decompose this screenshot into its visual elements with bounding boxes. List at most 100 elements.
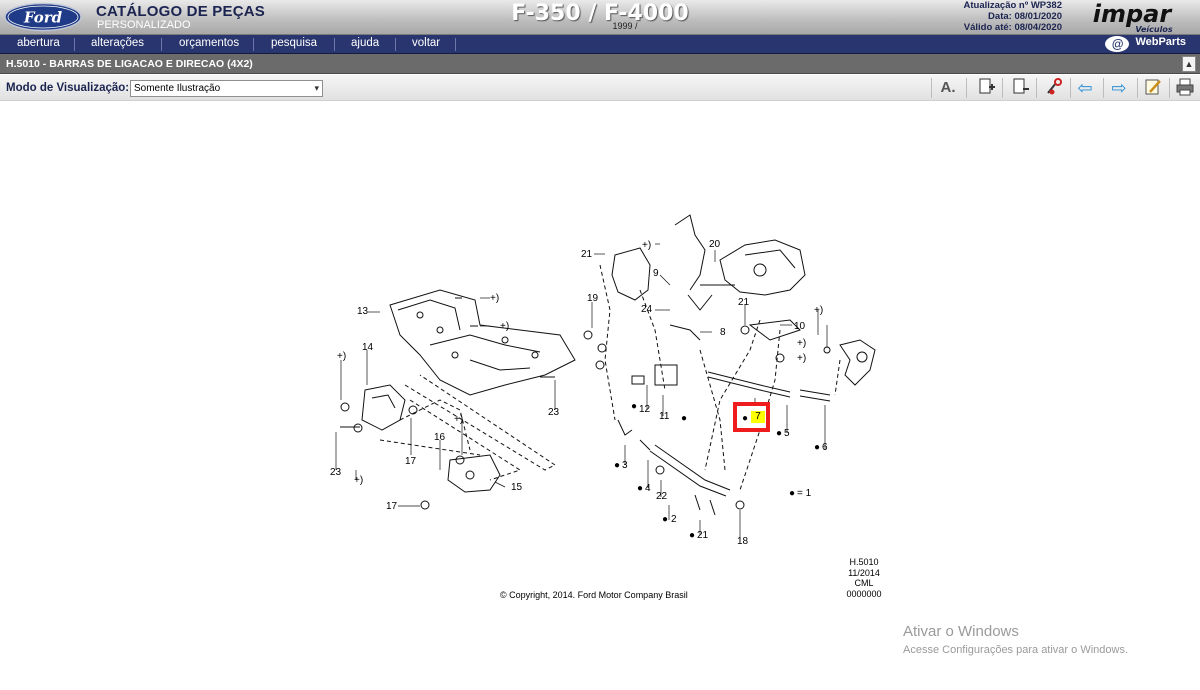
callout-label: 9 xyxy=(653,268,659,279)
view-mode-label: Modo de Visualização: xyxy=(6,82,130,94)
main-nav: abertura alterações orçamentos pesquisa … xyxy=(0,35,1200,54)
bullet-dot: ● xyxy=(789,488,796,499)
edit-note-icon[interactable] xyxy=(1141,77,1165,99)
copyright-text: © Copyright, 2014. Ford Motor Company Br… xyxy=(500,590,688,600)
nav-abertura[interactable]: abertura xyxy=(17,37,60,49)
nav-orcamentos[interactable]: orçamentos xyxy=(179,37,240,49)
callout-label: 19 xyxy=(587,293,599,304)
callout-label: 8 xyxy=(720,327,726,338)
valid-until: Válido até: 08/04/2020 xyxy=(963,22,1062,33)
callout-label: +) xyxy=(500,321,510,332)
nav-voltar[interactable]: voltar xyxy=(412,37,441,49)
tool-icon[interactable] xyxy=(1042,77,1066,99)
ref-num: 0000000 xyxy=(846,588,882,599)
nav-alteracoes[interactable]: alterações xyxy=(91,37,145,49)
steering-knuckle xyxy=(839,339,876,386)
callout-label: +) xyxy=(814,305,824,316)
toolbar-separator xyxy=(1036,78,1037,98)
callout-label: 11 xyxy=(659,411,670,422)
nav-pesquisa[interactable]: pesquisa xyxy=(271,37,318,49)
nav-separator xyxy=(334,38,335,51)
nav-ajuda[interactable]: ajuda xyxy=(351,37,380,49)
callout-label: 2 xyxy=(671,514,677,525)
at-sign-icon: @ xyxy=(1105,36,1130,52)
callout-label: +) xyxy=(454,414,464,425)
callout-label: +) xyxy=(354,475,364,486)
impar-logo: impar Veículos xyxy=(1093,0,1174,34)
bullet-dot: ● xyxy=(689,530,696,541)
windows-activation-subtitle: Acesse Configurações para ativar o Windo… xyxy=(903,644,1128,656)
toolbar-separator xyxy=(966,78,967,98)
drawing-reference: H.5010 11/2014 CML 0000000 xyxy=(838,557,890,599)
left-mount xyxy=(361,384,406,431)
model-title: F-350 / F-4000 xyxy=(511,1,689,26)
webparts-link[interactable]: @ WebParts xyxy=(1105,36,1186,53)
callout-label: 21 xyxy=(697,530,709,541)
bullet-dot: ● xyxy=(776,428,783,439)
callout-label: 3 xyxy=(622,460,628,471)
arrow-left-icon[interactable]: ⇦ xyxy=(1077,78,1093,98)
webparts-label: WebParts xyxy=(1135,36,1186,48)
steering-bracket xyxy=(611,247,651,301)
callout-label: +) xyxy=(490,293,500,304)
windows-activation-title: Ativar o Windows xyxy=(903,623,1019,640)
toolbar: Modo de Visualização: Somente Ilustração… xyxy=(0,75,1200,101)
exploded-view-drawing xyxy=(335,214,876,541)
highlighted-part-marker[interactable] xyxy=(733,402,770,432)
bullet-dot: ● xyxy=(742,413,749,424)
update-info: Atualização nº WP382 Data: 08/01/2020 Vá… xyxy=(964,0,1063,33)
callout-label: 4 xyxy=(645,483,651,494)
add-page-icon[interactable] xyxy=(975,77,999,99)
arrow-right-icon[interactable]: ⇨ xyxy=(1111,78,1127,98)
svg-text:Ford: Ford xyxy=(23,9,63,27)
model-year: 1999 / xyxy=(612,21,638,31)
nav-separator xyxy=(455,38,456,51)
toolbar-separator xyxy=(931,78,932,98)
callout-label: 24 xyxy=(641,304,653,315)
nav-separator xyxy=(395,38,396,51)
ref-date: 11/2014 xyxy=(848,567,880,578)
drag-link xyxy=(707,371,791,393)
nav-separator xyxy=(74,38,75,51)
font-size-icon[interactable]: A. xyxy=(940,79,956,96)
bullet-dot: ● xyxy=(814,442,821,453)
bullet-dot: ● xyxy=(662,514,669,525)
pitman-arm xyxy=(748,319,801,341)
lower-bracket xyxy=(447,454,501,493)
callout-label: +) xyxy=(642,240,652,251)
print-icon[interactable] xyxy=(1173,77,1197,99)
catalog-subtitle: PERSONALIZADO xyxy=(97,19,191,31)
callout-label: 21 xyxy=(581,249,593,260)
bullet-dot: ● xyxy=(614,460,621,471)
header: Ford CATÁLOGO DE PEÇAS PERSONALIZADO F-3… xyxy=(0,0,1200,35)
toolbar-separator xyxy=(1002,78,1003,98)
callout-label: 15 xyxy=(511,482,523,493)
bullet-dot: ● xyxy=(637,483,644,494)
callout-label: 13 xyxy=(357,306,369,317)
ref-code: H.5010 xyxy=(849,557,879,567)
bullet-dot: ● xyxy=(631,401,638,412)
callout-label: 14 xyxy=(362,342,374,353)
toolbar-separator xyxy=(1103,78,1104,98)
chevron-down-icon: ▾ xyxy=(314,83,319,93)
section-title: H.5010 - BARRAS DE LIGACAO E DIRECAO (4X… xyxy=(6,58,253,70)
center-link xyxy=(654,444,731,491)
update-number: Atualização nº WP382 xyxy=(963,0,1063,11)
svg-text:impar: impar xyxy=(1093,0,1174,28)
ref-org: CML xyxy=(854,578,874,588)
remove-page-icon[interactable] xyxy=(1009,77,1033,99)
callout-label: 6 xyxy=(822,442,828,453)
scroll-up-icon[interactable]: ▲ xyxy=(1182,56,1196,72)
callout-label: 23 xyxy=(330,467,342,478)
callout-label: 16 xyxy=(434,432,446,443)
callout-label: +) xyxy=(797,338,807,349)
catalog-title: CATÁLOGO DE PEÇAS xyxy=(96,3,265,20)
highlighted-callout-label[interactable]: 7 xyxy=(751,411,765,423)
callout-label: 17 xyxy=(386,501,398,512)
section-bar: H.5010 - BARRAS DE LIGACAO E DIRECAO (4X… xyxy=(0,54,1200,74)
view-mode-value: Somente Ilustração xyxy=(134,83,221,94)
view-mode-select[interactable]: Somente Ilustração ▾ xyxy=(130,80,323,97)
callout-label: 21 xyxy=(738,297,750,308)
callout-label: +) xyxy=(797,353,807,364)
